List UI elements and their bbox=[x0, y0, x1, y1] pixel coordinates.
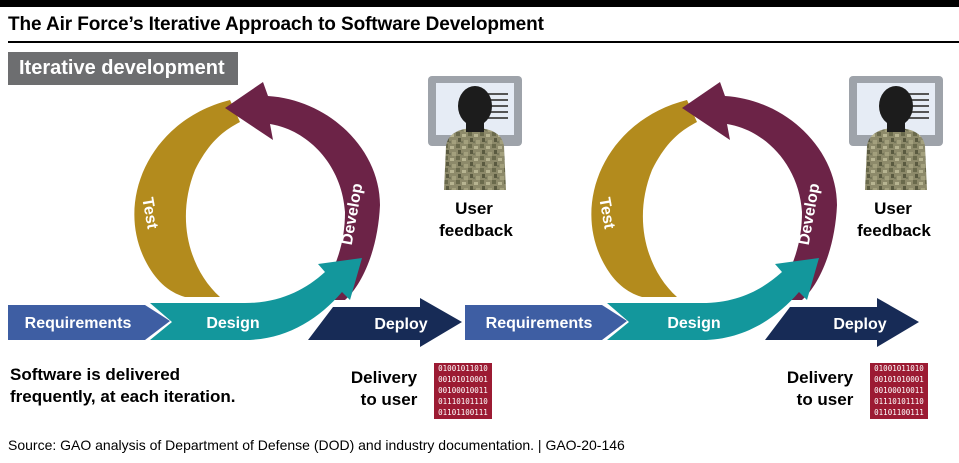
design-arrow bbox=[607, 258, 819, 340]
delivery-label-1: Delivery bbox=[787, 368, 854, 387]
delivery-note-line-1: Software is delivered bbox=[10, 365, 181, 384]
binary-line: 00101010001 bbox=[438, 375, 488, 384]
deploy-arrow bbox=[765, 298, 919, 347]
source-note: Source: GAO analysis of Department of De… bbox=[8, 437, 625, 453]
develop-arc bbox=[682, 82, 837, 300]
title-rule bbox=[8, 41, 959, 43]
binary-line: 01110101110 bbox=[438, 397, 488, 406]
test-arc bbox=[134, 100, 240, 297]
user-feedback-label-2: feedback bbox=[439, 221, 513, 240]
user-at-computer-icon bbox=[849, 76, 943, 190]
develop-arc bbox=[225, 82, 380, 300]
test-label: Test bbox=[595, 196, 617, 231]
iterative-development-badge: Iterative development bbox=[8, 52, 238, 85]
design-label: Design bbox=[667, 315, 720, 332]
design-arrow bbox=[150, 258, 362, 340]
cycle-2: Requirements Design Deploy Test Develop … bbox=[465, 76, 943, 419]
binary-line: 01110101110 bbox=[874, 397, 924, 406]
figure-title: The Air Force’s Iterative Approach to So… bbox=[8, 14, 544, 35]
requirements-label: Requirements bbox=[25, 315, 132, 332]
delivery-label-2: to user bbox=[797, 390, 854, 409]
delivery-note: Software is delivered frequently, at eac… bbox=[10, 364, 290, 408]
binary-code-block: 01001011010 00101010001 00100010011 0111… bbox=[870, 363, 928, 419]
binary-line: 01101100111 bbox=[874, 408, 924, 417]
delivery-label-1: Delivery bbox=[351, 368, 418, 387]
deploy-label: Deploy bbox=[374, 316, 427, 333]
requirements-arrow bbox=[8, 305, 170, 340]
delivery-note-line-2: frequently, at each iteration. bbox=[10, 387, 236, 406]
cycle-1: Requirements Design Deploy Test Develop … bbox=[8, 76, 522, 419]
delivery-label-2: to user bbox=[361, 390, 418, 409]
deploy-arrow bbox=[308, 298, 462, 347]
test-label: Test bbox=[138, 196, 160, 231]
test-arc bbox=[591, 100, 697, 297]
requirements-label: Requirements bbox=[486, 315, 593, 332]
binary-line: 00101010001 bbox=[874, 375, 924, 384]
binary-line: 01001011010 bbox=[874, 364, 924, 373]
binary-code-block: 01001011010 00101010001 00100010011 0111… bbox=[434, 363, 492, 419]
top-bar bbox=[0, 0, 959, 7]
user-feedback-label-1: User bbox=[874, 199, 912, 218]
binary-line: 01101100111 bbox=[438, 408, 488, 417]
binary-line: 00100010011 bbox=[438, 386, 488, 395]
requirements-arrow bbox=[465, 305, 627, 340]
user-feedback-label-1: User bbox=[455, 199, 493, 218]
binary-line: 00100010011 bbox=[874, 386, 924, 395]
binary-line: 01001011010 bbox=[438, 364, 488, 373]
deploy-label: Deploy bbox=[833, 316, 886, 333]
user-at-computer-icon bbox=[428, 76, 522, 190]
user-feedback-label-2: feedback bbox=[857, 221, 931, 240]
design-label: Design bbox=[206, 315, 259, 332]
